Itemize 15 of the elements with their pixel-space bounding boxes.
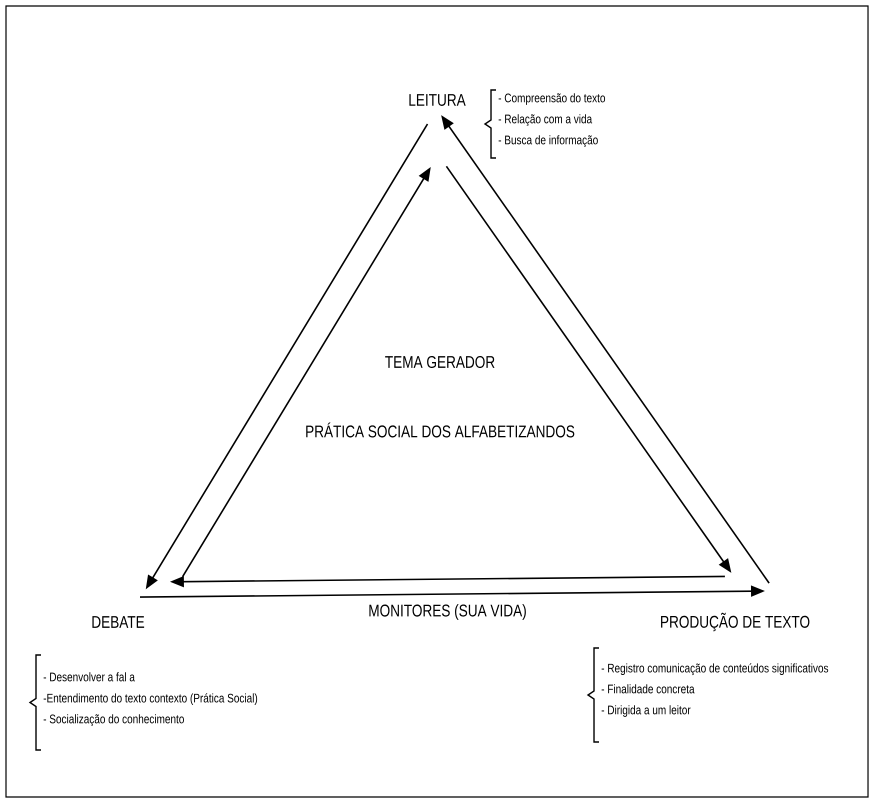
bullet-item: - Finalidade concreta [602,684,695,694]
vertex-label: LEITURA [409,94,466,106]
bullet-item: - Desenvolver a fal a [44,672,135,682]
bullet-item: - Relação com a vida [498,114,592,126]
edge-label: MONITORES (SUA VIDA) [369,604,526,620]
vertex-label: DEBATE [92,616,144,628]
center-label: TEMA GERADOR [385,356,495,368]
bullet-item: - Registro comunicação de conteúdos significativos [602,663,828,676]
bullet-item: - Busca de informação [498,135,598,147]
bullet-item: - Dirigida a um leitor [602,705,690,717]
vertex-label: PRODUÇÃO DE TEXTO [661,612,810,632]
bullet-item: - Compreensão do texto [498,93,606,105]
bullet-item: -Entendimento do texto contexto (Prática Social) [44,693,258,705]
center-label: PRÁTICA SOCIAL DOS ALFABETIZANDOS [306,422,574,438]
bullet-item: - Socialização do conhecimento [44,714,184,726]
